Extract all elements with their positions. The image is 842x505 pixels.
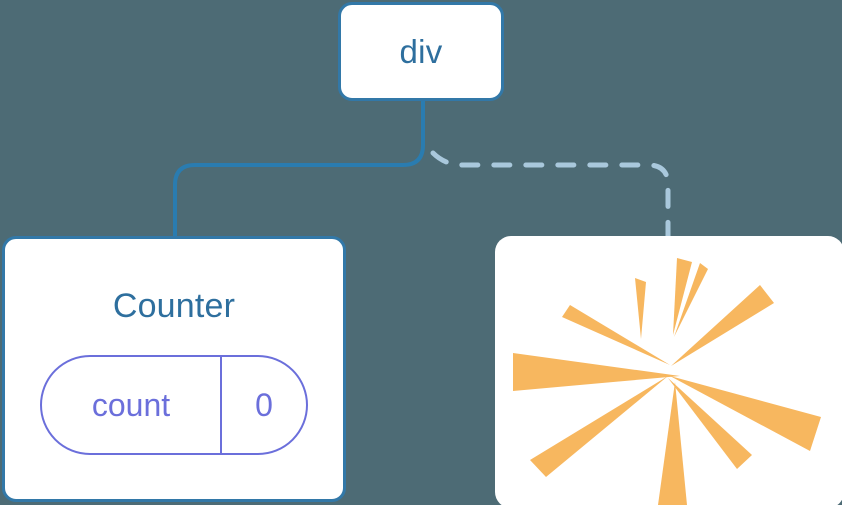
node-highlight[interactable] <box>495 236 842 505</box>
state-pill-count[interactable]: count 0 <box>40 355 308 455</box>
node-div-label: div <box>399 33 443 70</box>
state-pill-key: count <box>42 357 222 453</box>
edge-root-to-highlight <box>430 150 671 241</box>
state-pill-value: 0 <box>255 387 273 423</box>
sparkle-burst-icon <box>513 258 821 505</box>
node-counter-label: Counter <box>112 287 236 325</box>
edge-root-to-counter <box>173 98 425 240</box>
node-counter[interactable]: Counter count 0 <box>2 236 346 502</box>
node-div[interactable]: div <box>338 2 504 101</box>
